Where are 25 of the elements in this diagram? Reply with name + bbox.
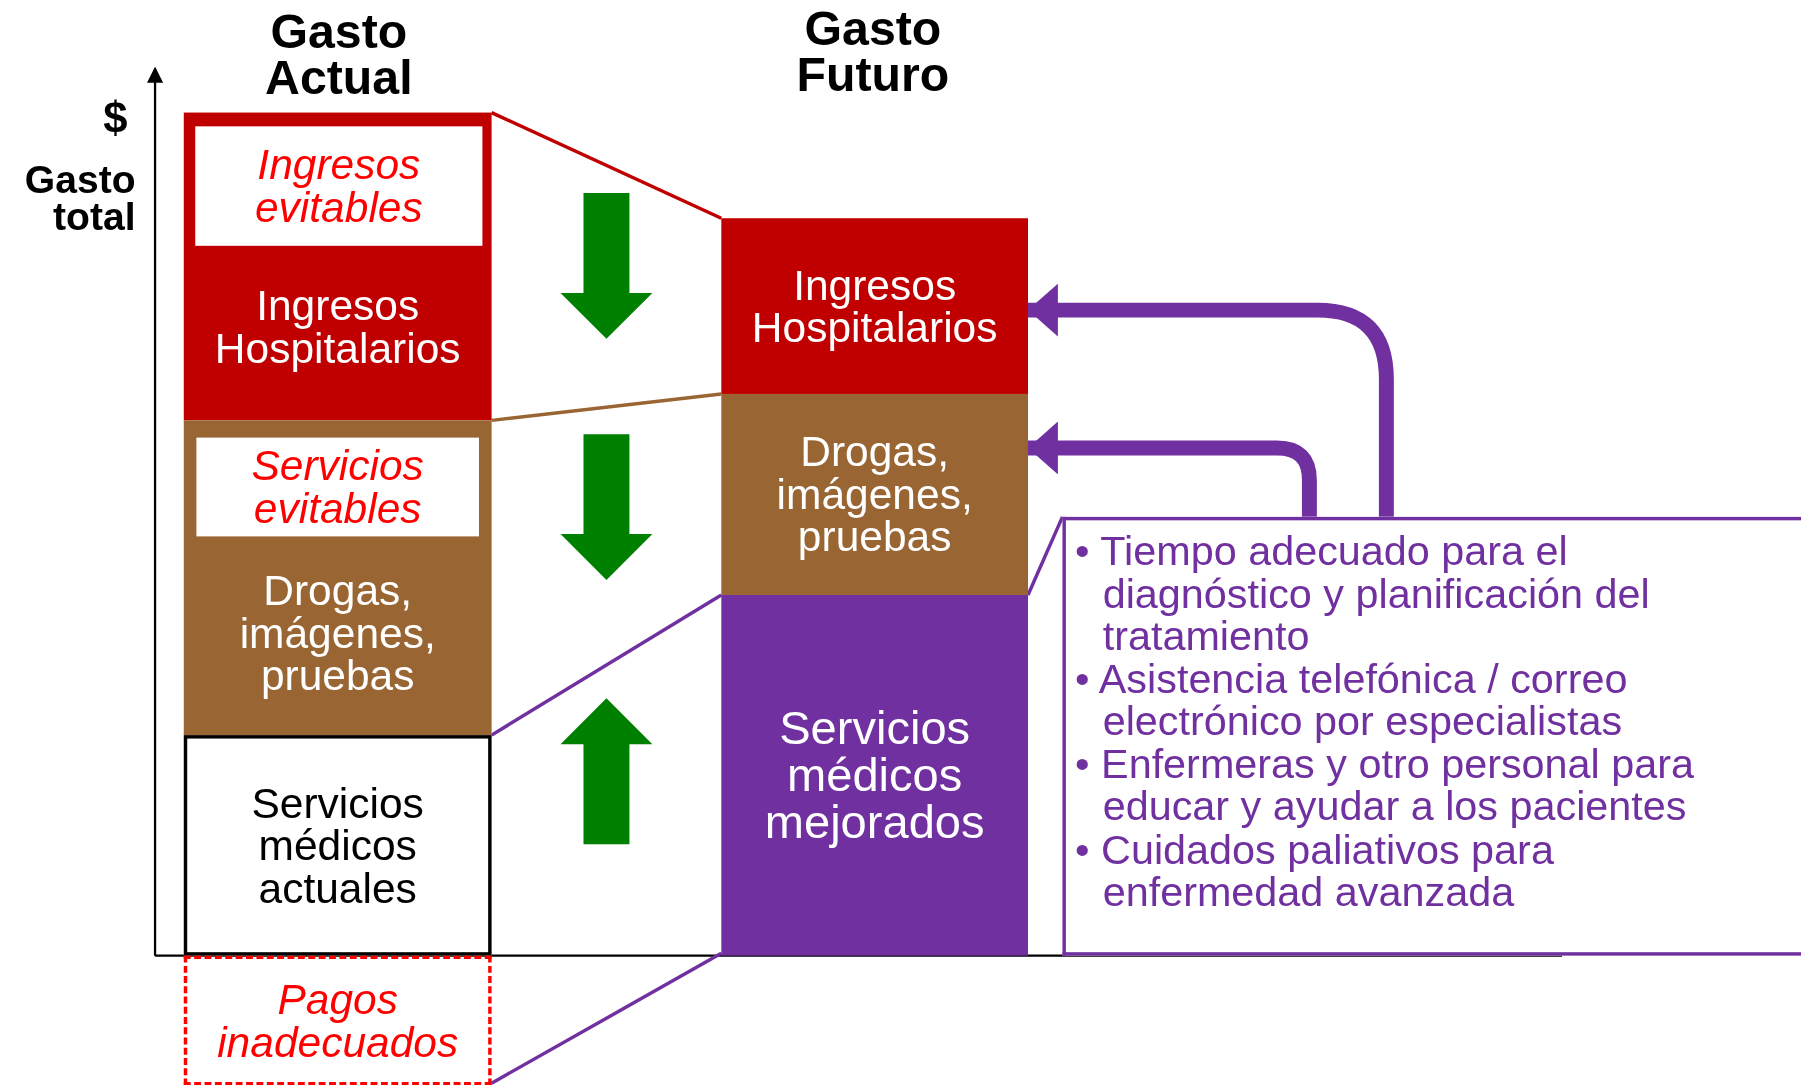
connector-line xyxy=(490,951,723,1085)
cost-block: Pagos inadecuados xyxy=(183,955,492,1085)
bullet-item: • Tiempo adecuado para el diagnóstico y planificación del tratamiento xyxy=(1075,529,1651,658)
cost-block: Servicios evitables xyxy=(196,437,479,537)
bullet-item: • Asistencia telefónica / correo electrónico por especialistas xyxy=(1075,657,1629,743)
bullet-item: • Enfermeras y otro personal para educar y ayudar a los pacientes xyxy=(1075,742,1695,828)
connector-line xyxy=(490,593,723,737)
block-label: Ingresos Hospitalarios xyxy=(213,284,462,370)
cost-block: Ingresos evitables xyxy=(195,126,483,246)
column-heading: Gasto Actual xyxy=(264,9,414,101)
cost-block: Servicios médicos mejorados xyxy=(721,594,1028,956)
connector-line xyxy=(490,111,723,220)
info-box xyxy=(1062,516,1801,956)
column-heading: Gasto Futuro xyxy=(795,5,951,98)
cost-block: Ingresos Hospitalarios xyxy=(721,218,1028,394)
connector-line xyxy=(491,392,722,423)
block-label: Drogas, imágenes, pruebas xyxy=(238,569,437,698)
cost-block xyxy=(183,420,492,736)
cost-block: Servicios médicos actuales xyxy=(183,735,492,956)
cost-block xyxy=(183,112,492,421)
cost-block: Drogas, imágenes, pruebas xyxy=(721,393,1028,595)
arrow xyxy=(1028,283,1394,517)
bullet-item: • Cuidados paliativos para enfermedad avanzada xyxy=(1075,827,1554,913)
axis-title: Gasto total xyxy=(23,160,136,235)
axis-unit: $ xyxy=(103,97,129,140)
